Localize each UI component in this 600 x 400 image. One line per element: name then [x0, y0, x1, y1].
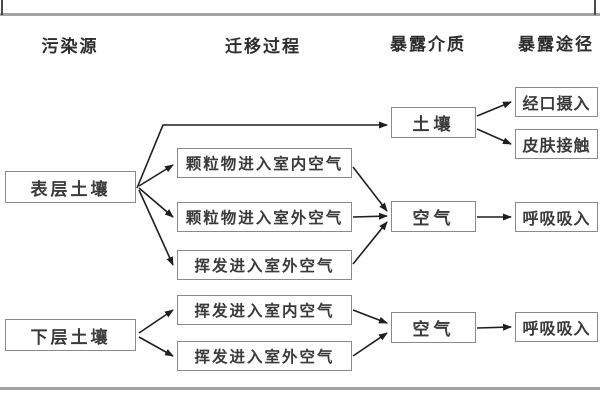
edge-surface-soil-to-particles-outdoor	[138, 187, 174, 218]
frame-bottom-line	[0, 387, 600, 390]
column-header-migration-process: 迁移过程	[225, 37, 301, 56]
edge-particles-indoor-to-air-top	[352, 166, 388, 212]
edge-surface-soil-to-medium-soil	[136, 121, 388, 189]
edge-air-bottom-to-inhalation-bottom	[476, 323, 512, 331]
column-header-exposure-pathway: 暴露途径	[518, 35, 594, 54]
node-volatilization-to-outdoor-air-bottom: 挥发进入室外空气	[177, 341, 352, 371]
frame-top-left-tick	[1, 0, 3, 15]
edge-surface-soil-to-volatilization-outdoor-top	[138, 189, 174, 266]
edge-deep-soil-to-volatilization-indoor	[138, 309, 174, 334]
node-oral-ingestion: 经口摄入	[515, 87, 598, 117]
frame-top-line	[0, 13, 600, 16]
edge-volatilization-outdoor-bottom-to-air-bottom	[352, 332, 388, 357]
node-deep-soil: 下层土壤	[5, 319, 136, 351]
node-medium-air-top: 空气	[391, 201, 476, 232]
edge-medium-soil-to-oral-ingestion	[476, 101, 512, 117]
node-inhalation-top: 呼吸吸入	[515, 202, 598, 232]
edge-volatilization-outdoor-top-to-air-top	[352, 221, 388, 265]
frame-top-right-tick	[594, 0, 596, 15]
node-particles-to-indoor-air: 颗粒物进入室内空气	[177, 148, 352, 178]
column-header-pollution-source: 污染源	[41, 37, 99, 56]
edge-deep-soil-to-volatilization-outdoor-bottom	[138, 336, 174, 357]
node-medium-soil: 土壤	[391, 107, 476, 138]
edge-medium-soil-to-dermal-contact	[476, 128, 512, 145]
node-volatilization-to-indoor-air: 挥发进入室内空气	[177, 295, 352, 325]
edge-surface-soil-to-particles-indoor	[138, 164, 174, 187]
node-particles-to-outdoor-air: 颗粒物进入室外空气	[177, 202, 352, 232]
edge-volatilization-indoor-to-air-bottom	[352, 309, 388, 324]
edge-particles-outdoor-to-air-top	[352, 212, 388, 220]
node-surface-soil: 表层土壤	[5, 171, 136, 203]
node-volatilization-to-outdoor-air-top: 挥发进入室外空气	[177, 250, 352, 280]
node-inhalation-bottom: 呼吸吸入	[515, 312, 598, 342]
node-dermal-contact: 皮肤接触	[515, 129, 598, 159]
column-header-exposure-medium: 暴露介质	[390, 35, 466, 54]
node-medium-air-bottom: 空气	[391, 312, 476, 343]
